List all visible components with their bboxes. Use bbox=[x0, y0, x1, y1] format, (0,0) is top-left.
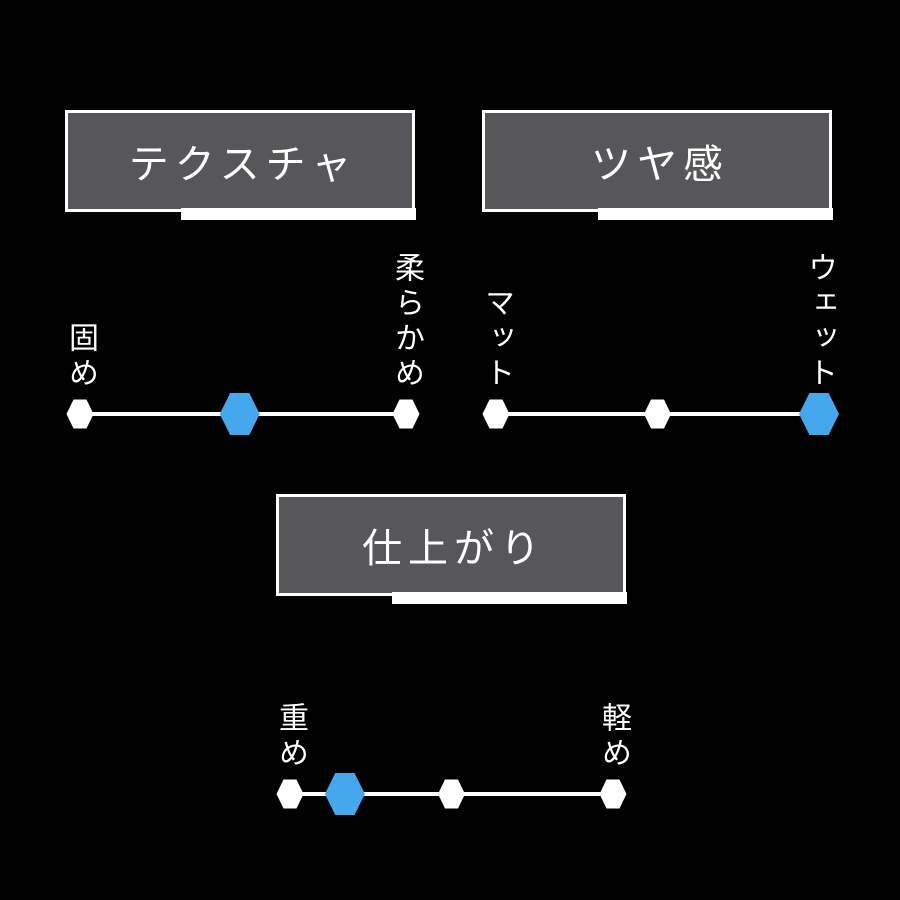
finish-value-marker-hexagon bbox=[324, 773, 365, 815]
texture-scale-point-hexagon bbox=[392, 399, 420, 429]
finish-header-underline bbox=[392, 592, 627, 604]
gloss-header-box: ツヤ感 bbox=[482, 110, 833, 220]
gloss-right-label: ウェット bbox=[803, 252, 836, 392]
texture-title: テクスチャ bbox=[128, 143, 358, 187]
texture-header-box: テクスチャ bbox=[65, 110, 416, 220]
finish-title: 仕上がり bbox=[362, 527, 546, 571]
gloss-left-label: マット bbox=[480, 287, 513, 392]
gloss-scale-point-hexagon bbox=[644, 399, 671, 429]
finish-left-label: 重め bbox=[274, 702, 307, 772]
texture-header-underline bbox=[181, 208, 416, 220]
finish-scale-point-hexagon bbox=[438, 779, 465, 809]
gloss-value-marker-hexagon bbox=[799, 393, 839, 435]
finish-header-box: 仕上がり bbox=[276, 494, 627, 604]
texture-scale-point-hexagon bbox=[66, 399, 94, 429]
gloss-header-underline bbox=[598, 208, 833, 220]
texture-value-marker-hexagon bbox=[219, 393, 260, 435]
texture-left-label: 固め bbox=[64, 322, 97, 392]
gloss-title: ツヤ感 bbox=[591, 143, 729, 187]
finish-scale-point-hexagon bbox=[599, 779, 627, 809]
gloss-scale-point-hexagon bbox=[482, 399, 510, 429]
finish-scale-point-hexagon bbox=[276, 779, 304, 809]
finish-right-label: 軽め bbox=[597, 702, 630, 772]
texture-right-label: 柔らかめ bbox=[390, 252, 423, 392]
